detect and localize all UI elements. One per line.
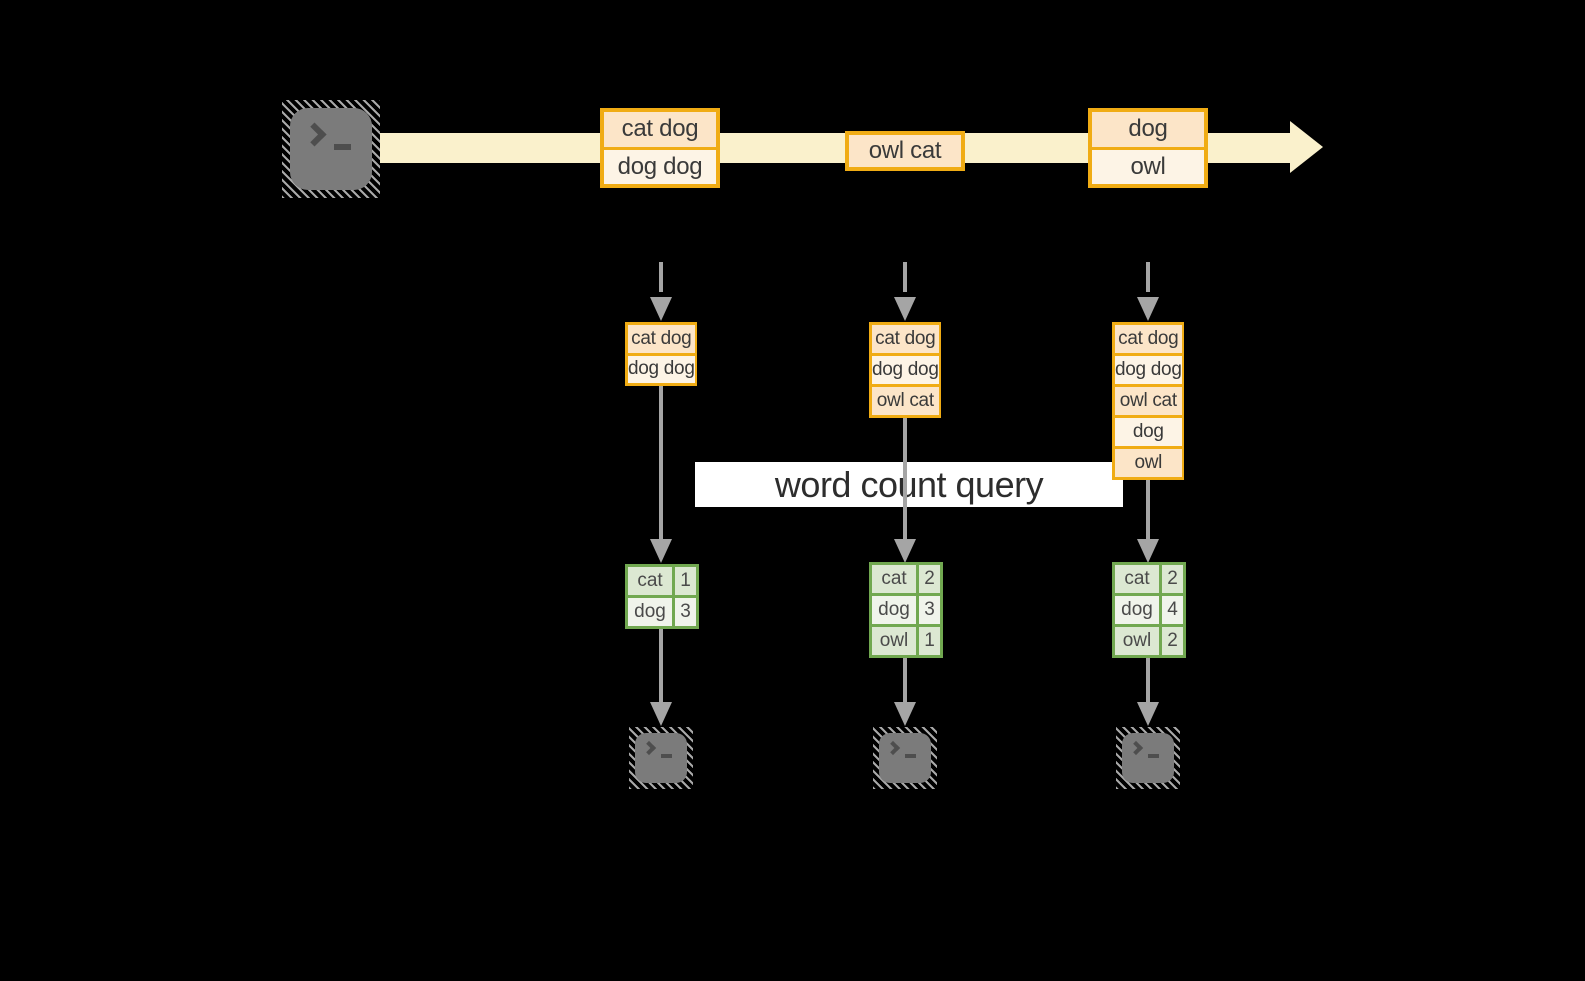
count-word: cat <box>872 565 916 593</box>
sink-arrow-line <box>1146 658 1150 702</box>
sink-arrow-line <box>903 658 907 702</box>
count-value: 4 <box>1162 596 1183 624</box>
terminal-icon <box>629 727 693 789</box>
count-word: cat <box>628 567 672 595</box>
buffer-row: dog <box>1115 418 1182 446</box>
count-value: 2 <box>919 565 940 593</box>
stream-event: cat dog <box>604 112 716 147</box>
stream-batch-1: cat dog dog dog <box>600 108 720 188</box>
count-value: 1 <box>919 627 940 655</box>
count-value: 1 <box>675 567 696 595</box>
query-banner: word count query <box>695 462 1123 507</box>
count-table-1: cat 1 dog 3 <box>625 564 699 629</box>
query-banner-label: word count query <box>774 463 1044 505</box>
dashed-arrow-head <box>1137 297 1159 321</box>
count-word: dog <box>628 598 672 626</box>
prompt-cursor-icon <box>905 754 916 758</box>
prompt-chevron-icon <box>1128 740 1144 756</box>
buffer-row: owl cat <box>872 387 939 415</box>
query-arrow-head <box>894 539 916 563</box>
buffer-row: dog dog <box>1115 356 1182 384</box>
query-arrow-head <box>650 539 672 563</box>
sink-arrow-head <box>1137 702 1159 726</box>
dashed-arrow-line <box>903 262 907 292</box>
terminal-body <box>635 733 687 783</box>
buffer-row: dog dog <box>628 355 695 383</box>
count-word: cat <box>1115 565 1159 593</box>
count-word: owl <box>1115 627 1159 655</box>
dashed-arrow-line <box>1146 262 1150 292</box>
stream-event: owl cat <box>849 135 961 167</box>
query-arrow-line <box>1146 480 1150 539</box>
count-value: 3 <box>919 596 940 624</box>
stream-event: dog dog <box>604 149 716 184</box>
buffer-row: owl <box>1115 449 1182 477</box>
stream-arrow-head <box>1290 121 1323 173</box>
count-table-2: cat 2 dog 3 owl 1 <box>869 562 943 658</box>
count-table-3: cat 2 dog 4 owl 2 <box>1112 562 1186 658</box>
stream-batch-3: dog owl <box>1088 108 1208 188</box>
terminal-body <box>879 733 931 783</box>
terminal-icon <box>1116 727 1180 789</box>
sink-arrow-head <box>650 702 672 726</box>
prompt-chevron-icon <box>885 740 901 756</box>
stream-event: owl <box>1092 149 1204 184</box>
buffer-row: cat dog <box>872 325 939 353</box>
query-arrow-head <box>1137 539 1159 563</box>
prompt-cursor-icon <box>1148 754 1159 758</box>
terminal-body <box>290 108 372 190</box>
dashed-arrow-head <box>650 297 672 321</box>
stream-event: dog <box>1092 112 1204 147</box>
query-arrow-line <box>903 418 907 539</box>
sink-arrow-head <box>894 702 916 726</box>
count-word: dog <box>1115 596 1159 624</box>
dashed-arrow-line <box>659 262 663 292</box>
query-arrow-line <box>659 386 663 539</box>
terminal-icon <box>873 727 937 789</box>
dashed-arrow-head <box>894 297 916 321</box>
count-value: 3 <box>675 598 696 626</box>
prompt-cursor-icon <box>661 754 672 758</box>
terminal-icon <box>282 100 380 198</box>
count-word: owl <box>872 627 916 655</box>
buffer-row: dog dog <box>872 356 939 384</box>
buffer-row: cat dog <box>1115 325 1182 353</box>
prompt-chevron-icon <box>302 122 327 147</box>
count-word: dog <box>872 596 916 624</box>
prompt-cursor-icon <box>334 144 351 150</box>
count-value: 2 <box>1162 565 1183 593</box>
buffer-stack-3: cat dog dog dog owl cat dog owl <box>1112 322 1184 480</box>
count-value: 2 <box>1162 627 1183 655</box>
buffer-row: owl cat <box>1115 387 1182 415</box>
buffer-stack-2: cat dog dog dog owl cat <box>869 322 941 418</box>
terminal-body <box>1122 733 1174 783</box>
stream-batch-2: owl cat <box>845 131 965 171</box>
buffer-row: cat dog <box>628 325 695 353</box>
sink-arrow-line <box>659 629 663 702</box>
buffer-stack-1: cat dog dog dog <box>625 322 697 386</box>
prompt-chevron-icon <box>641 740 657 756</box>
